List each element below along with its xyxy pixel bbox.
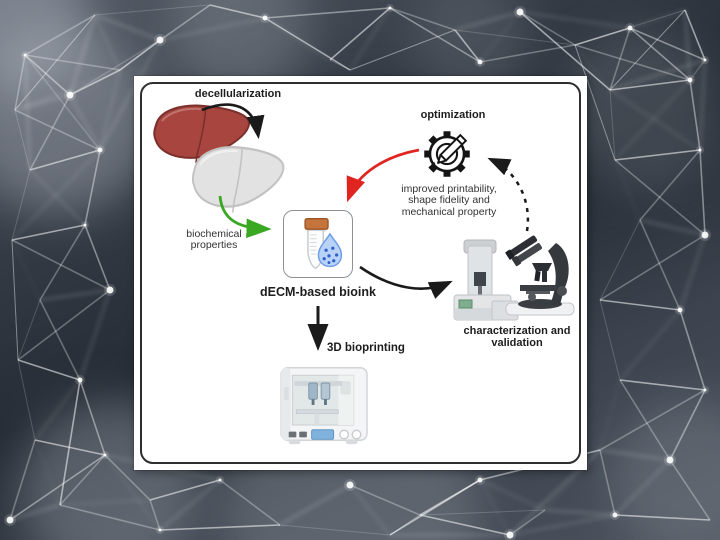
bioprinting-label: 3D bioprinting <box>327 342 405 354</box>
bioink-tube-icon <box>304 217 343 270</box>
decellularization-label: decellularization <box>194 88 282 100</box>
optimization-label: optimization <box>420 109 486 121</box>
bioprinter-icon <box>280 367 368 445</box>
bioink-label: dECM-based bioink <box>260 285 376 299</box>
diagram-frame-border <box>140 82 581 464</box>
bioink-box <box>283 210 353 278</box>
improvement-label: improved printability, shape fidelity an… <box>401 183 497 218</box>
diagram-slide: decellularization biochemical properties… <box>134 76 587 470</box>
printer-screen <box>311 429 335 440</box>
microscope-icon <box>505 235 575 316</box>
biochemical-properties-label: biochemical properties <box>186 228 242 252</box>
liver-decellularized-icon <box>191 146 285 213</box>
printheads <box>308 382 331 405</box>
rheometer-icon <box>453 239 519 321</box>
tube-cap <box>304 217 329 230</box>
optimization-gear-pencil-icon <box>424 131 470 177</box>
characterization-label: characterization and validation <box>463 325 571 349</box>
rheometer-screen <box>458 299 473 309</box>
eyepieces <box>505 235 542 267</box>
droplet-particles <box>322 246 339 265</box>
